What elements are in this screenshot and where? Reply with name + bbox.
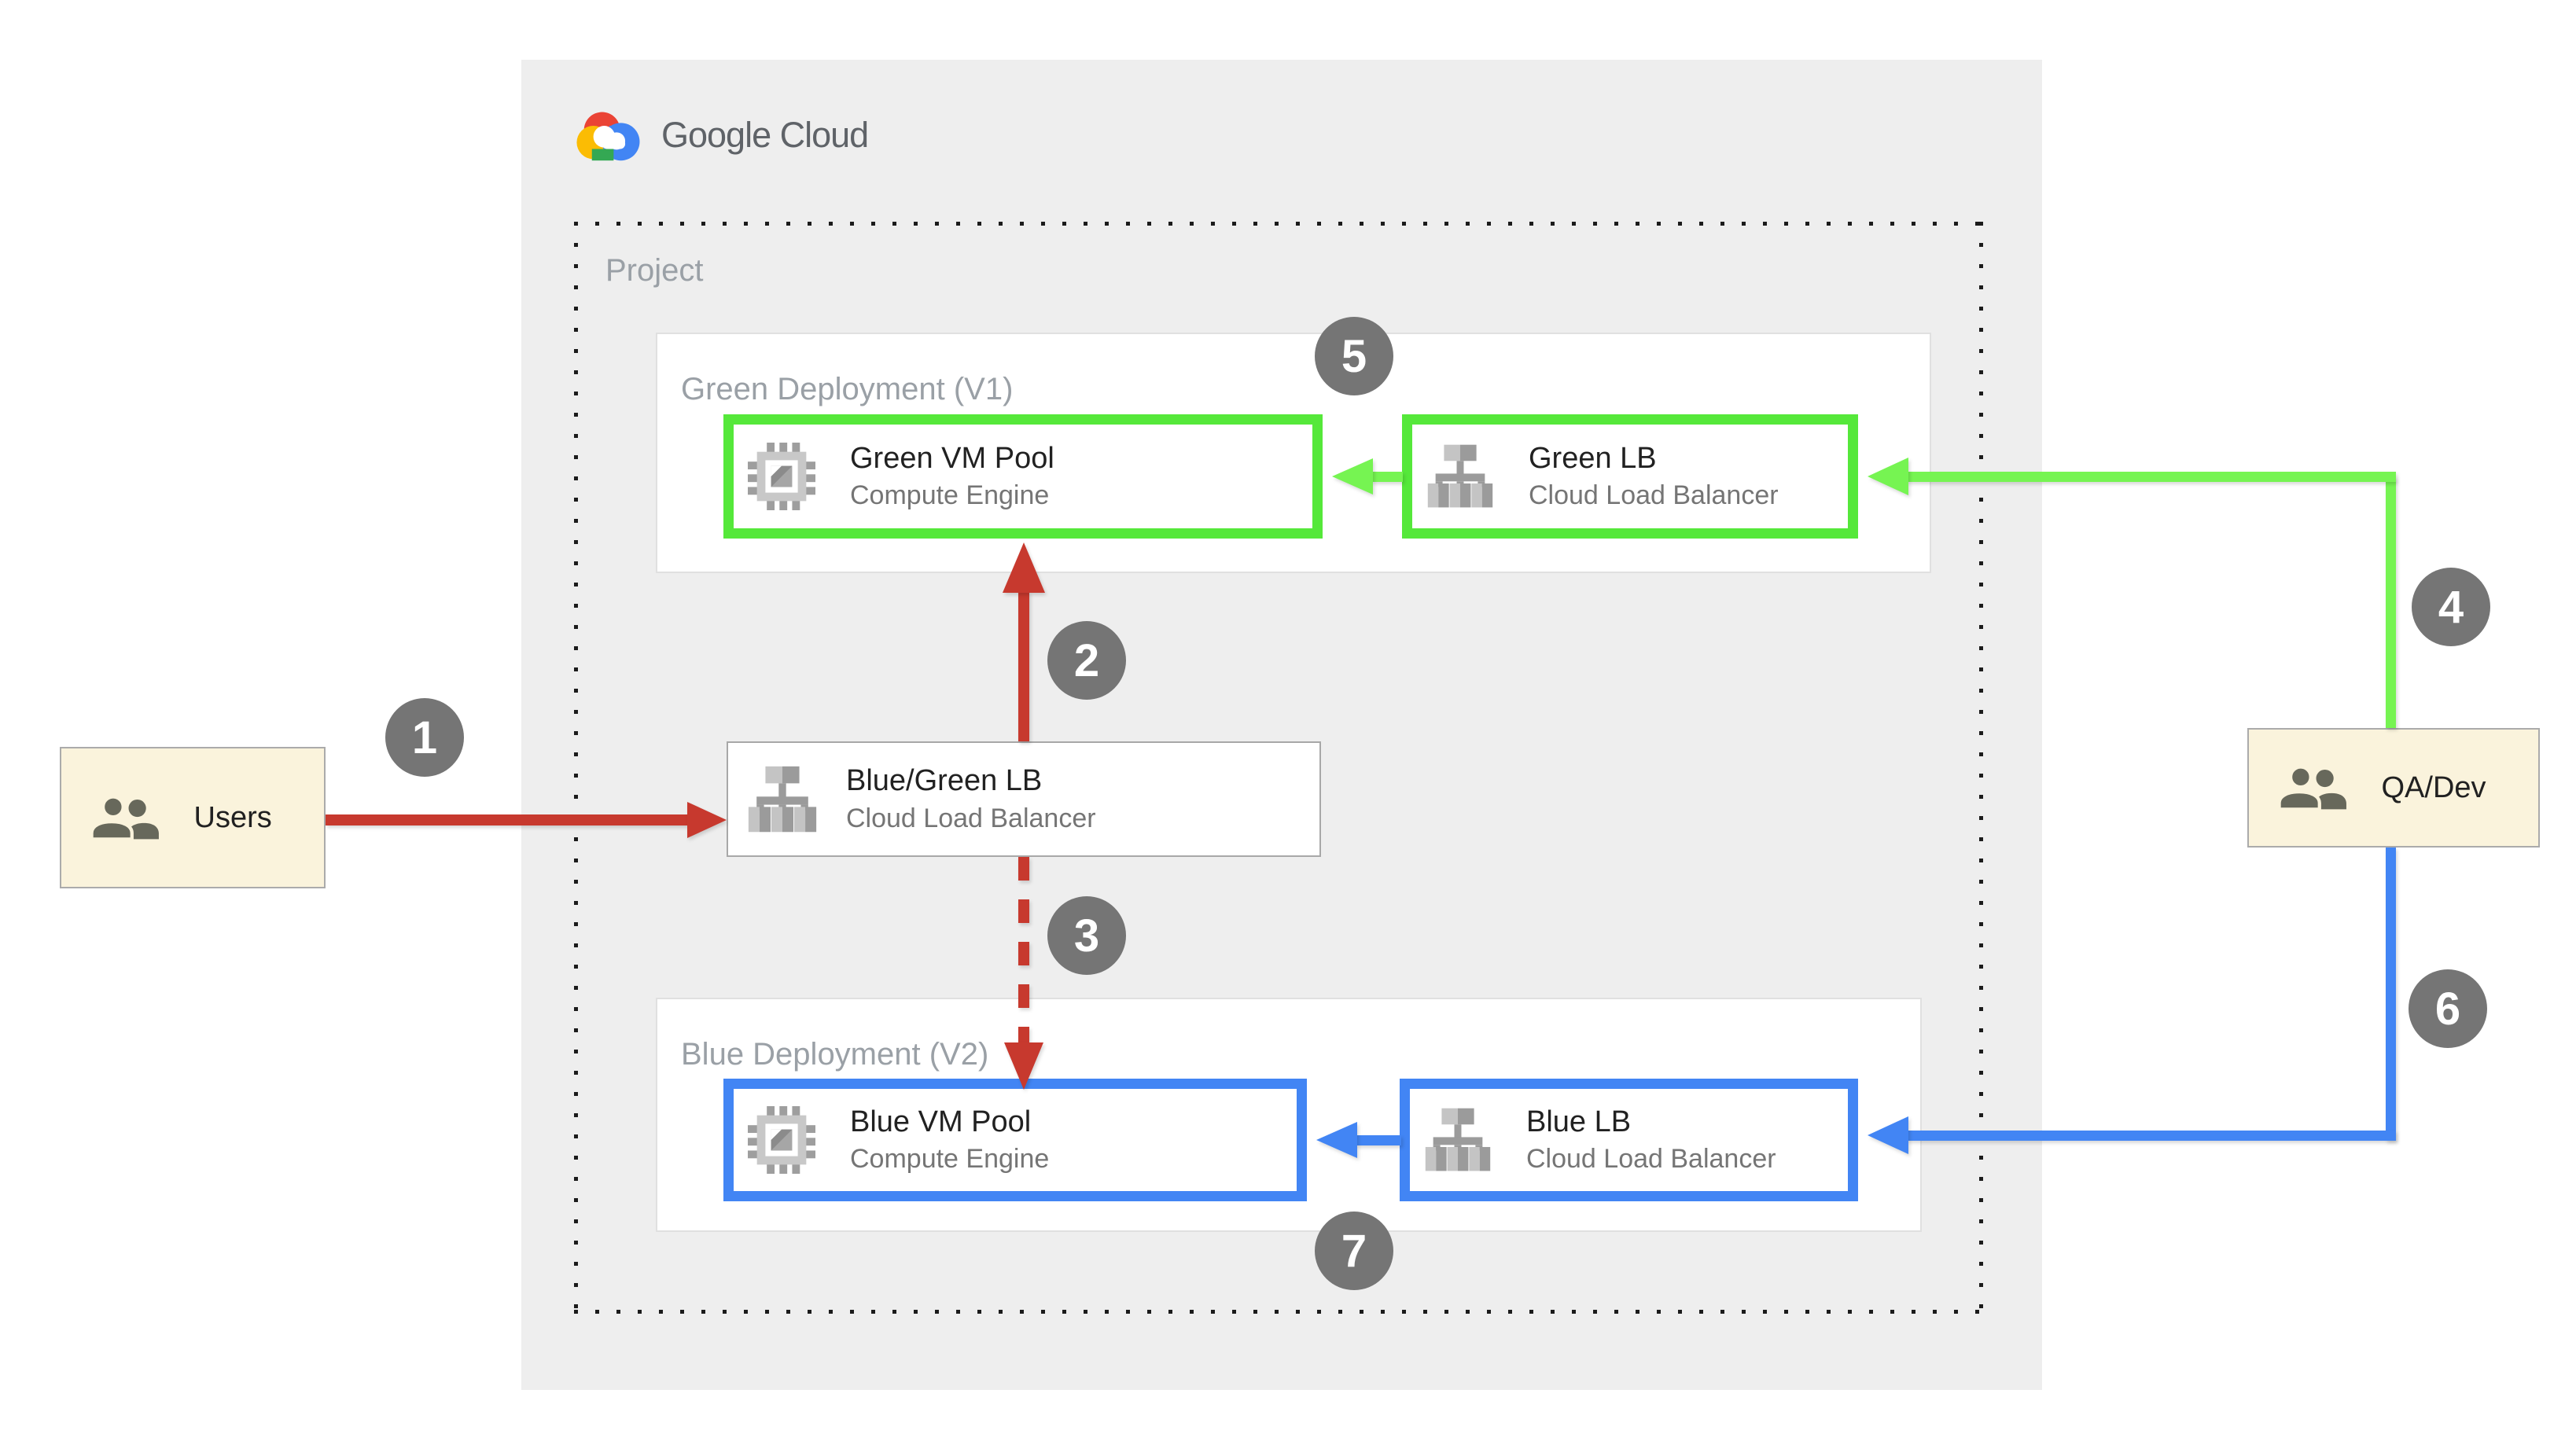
blue-deployment-label: Blue Deployment (V2): [681, 1037, 989, 1072]
arrow-lb-to-blue-vm-pool-head: [1004, 1042, 1043, 1090]
arrow-qa-dev-to-blue-lb-vertical: [2386, 848, 2396, 1141]
step-badge-4: 4: [2412, 568, 2490, 646]
project-boundary: Project: [574, 222, 1983, 1314]
compute-engine-icon: [748, 443, 815, 510]
blue-green-lb-text: Blue/Green LB Cloud Load Balancer: [846, 764, 1096, 834]
step-badge-7: 7: [1315, 1212, 1393, 1290]
blue-vm-pool-title: Blue VM Pool: [850, 1105, 1032, 1138]
cloud-load-balancer-icon: [1425, 1108, 1491, 1171]
arrow-lb-to-blue-vm-pool-dashed: [1018, 857, 1029, 1049]
green-lb-subtitle: Cloud Load Balancer: [1529, 480, 1779, 511]
arrow-qa-dev-to-green-lb-horizontal: [1906, 472, 2396, 482]
arrow-users-to-bluegreen-lb: [326, 814, 687, 825]
step-badge-3: 3: [1047, 896, 1126, 975]
qa-dev-label: QA/Dev: [2381, 770, 2486, 804]
arrow-green-lb-to-green-vm-pool-head: [1332, 458, 1373, 495]
project-border-left: [574, 222, 578, 1314]
arrow-qa-dev-to-green-lb-head: [1868, 458, 1908, 495]
green-lb-title: Green LB: [1529, 441, 1657, 475]
people-icon: [2277, 765, 2346, 811]
arrow-green-lb-to-green-vm-pool: [1371, 472, 1403, 482]
cloud-load-balancer-icon: [1427, 444, 1493, 508]
blue-green-lb-subtitle: Cloud Load Balancer: [846, 803, 1096, 833]
green-deployment-label: Green Deployment (V1): [681, 372, 1014, 406]
blue-lb-title: Blue LB: [1526, 1105, 1632, 1138]
arrow-users-to-bluegreen-lb-head: [687, 802, 727, 838]
cloud-load-balancer-icon: [748, 766, 817, 832]
people-icon: [90, 795, 159, 841]
blue-lb-text: Blue LB Cloud Load Balancer: [1526, 1105, 1776, 1175]
blue-lb-node: Blue LB Cloud Load Balancer: [1400, 1079, 1858, 1201]
users-node: Users: [60, 747, 326, 888]
blue-green-lb-title: Blue/Green LB: [846, 764, 1043, 798]
blue-vm-pool-text: Blue VM Pool Compute Engine: [850, 1105, 1049, 1175]
project-border-right: [1979, 222, 1983, 1314]
compute-engine-icon: [748, 1106, 815, 1174]
arrow-qa-dev-to-blue-lb-horizontal: [1906, 1131, 2396, 1141]
google-cloud-wordmark: Google Cloud: [661, 115, 869, 155]
blue-green-lb-node: Blue/Green LB Cloud Load Balancer: [727, 741, 1321, 857]
arrow-lb-to-green-vm-pool: [1018, 591, 1029, 741]
green-lb-node: Green LB Cloud Load Balancer: [1402, 414, 1858, 539]
step-badge-5: 5: [1315, 317, 1393, 395]
arrow-blue-lb-to-blue-vm-pool-head: [1316, 1122, 1357, 1158]
blue-vm-pool-subtitle: Compute Engine: [850, 1144, 1050, 1175]
project-label: Project: [605, 253, 704, 288]
users-label: Users: [193, 800, 272, 834]
green-vm-pool-node: Green VM Pool Compute Engine: [723, 414, 1323, 539]
step-badge-2: 2: [1047, 621, 1126, 700]
google-cloud-logo: Google Cloud: [572, 105, 869, 165]
arrow-qa-dev-to-blue-lb-head: [1868, 1116, 1908, 1154]
google-cloud-icon: [576, 112, 640, 161]
blue-lb-subtitle: Cloud Load Balancer: [1526, 1144, 1776, 1175]
step-badge-1: 1: [385, 698, 464, 777]
qa-dev-node: QA/Dev: [2247, 728, 2540, 848]
step-badge-6: 6: [2409, 969, 2487, 1048]
project-border-top: [574, 222, 1983, 226]
arrow-qa-dev-to-green-lb-vertical: [2386, 476, 2396, 728]
green-lb-text: Green LB Cloud Load Balancer: [1529, 442, 1779, 512]
blue-vm-pool-node: Blue VM Pool Compute Engine: [723, 1079, 1307, 1201]
green-vm-pool-title: Green VM Pool: [850, 441, 1054, 475]
green-vm-pool-text: Green VM Pool Compute Engine: [850, 442, 1054, 512]
green-vm-pool-subtitle: Compute Engine: [850, 480, 1050, 511]
project-border-bottom: [574, 1310, 1983, 1314]
arrow-lb-to-green-vm-pool-head: [1003, 542, 1045, 593]
arrow-blue-lb-to-blue-vm-pool: [1356, 1135, 1401, 1145]
